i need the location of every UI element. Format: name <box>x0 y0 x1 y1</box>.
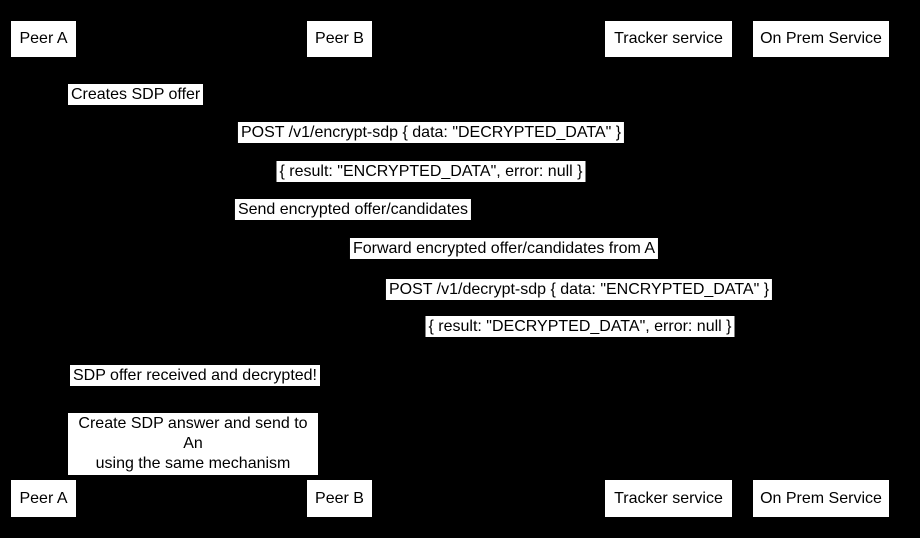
actor-tracker-service-bottom: Tracker service <box>605 480 732 517</box>
note-create-sdp-answer: Create SDP answer and send to An using t… <box>68 413 318 475</box>
actor-peer-a-top: Peer A <box>11 21 76 57</box>
note-line-2: using the same mechanism <box>95 455 291 472</box>
message-encrypt-result: { result: "ENCRYPTED_DATA", error: null … <box>276 161 586 182</box>
lifeline-peer-a <box>43 57 44 480</box>
message-post-decrypt-sdp: POST /v1/decrypt-sdp { data: "ENCRYPTED_… <box>385 279 773 300</box>
lifeline-peer-b <box>339 57 340 480</box>
message-send-encrypted-offer: Send encrypted offer/candidates <box>234 199 472 220</box>
message-creates-sdp-offer: Creates SDP offer <box>68 84 204 105</box>
message-post-encrypt-sdp: POST /v1/encrypt-sdp { data: "DECRYPTED_… <box>237 122 625 143</box>
note-line-1: Create SDP answer and send to An <box>78 415 308 452</box>
message-sdp-offer-received: SDP offer received and decrypted! <box>70 365 320 386</box>
actor-on-prem-service-bottom: On Prem Service <box>753 480 889 517</box>
actor-peer-b-bottom: Peer B <box>307 480 372 517</box>
actor-tracker-service-top: Tracker service <box>605 21 732 57</box>
message-forward-encrypted-offer: Forward encrypted offer/candidates from … <box>349 238 659 259</box>
actor-peer-b-top: Peer B <box>307 21 372 57</box>
actor-peer-a-bottom: Peer A <box>11 480 76 517</box>
lifeline-on-prem-service <box>821 57 822 480</box>
message-decrypt-result: { result: "DECRYPTED_DATA", error: null … <box>425 316 735 337</box>
actor-on-prem-service-top: On Prem Service <box>753 21 889 57</box>
lifeline-tracker-service <box>668 57 669 480</box>
